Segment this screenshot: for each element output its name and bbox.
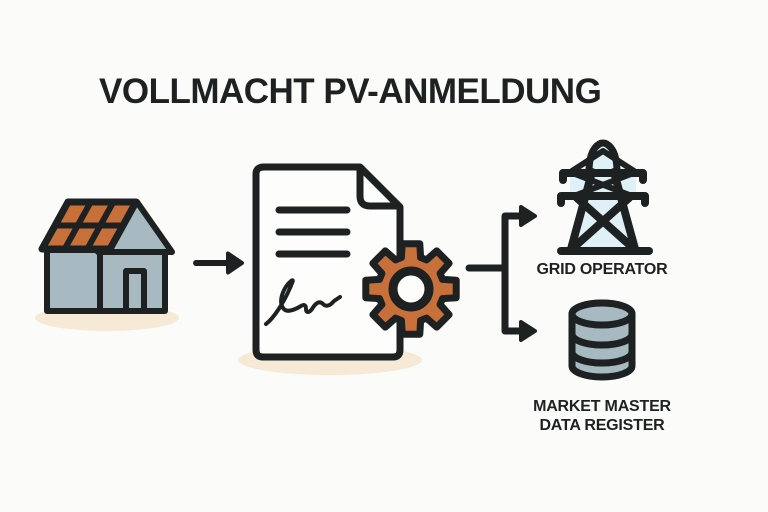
signature-squiggle [264,278,342,326]
right-arrow-icon [193,251,244,275]
tower-x-bracing [569,194,637,252]
market-register-label-line2: DATA REGISTER [539,417,665,434]
document-text-lines [275,206,351,258]
solar-panel-grid [52,199,126,252]
house-wall [44,247,168,314]
branch-arrows-icon [465,205,537,342]
signed-document-icon [252,163,404,361]
market-register-label-line1: MARKET MASTER [533,398,671,415]
market-register-label: MARKET MASTER DATA REGISTER [502,397,702,435]
database-icon [568,299,636,381]
document-fold-corner [356,164,402,210]
branch-arrowhead-bottom [519,320,537,342]
grid-operator-label: GRID OPERATOR [536,261,668,278]
tower-fill [567,152,641,249]
tower-legs [567,168,639,253]
gear-hole [388,266,434,312]
house-door [123,268,147,314]
branch-arrowhead-top [519,205,537,227]
page-title: VOLLMACHT PV-ANMELDUNG [99,72,602,111]
database-separators [568,330,636,367]
gear-icon [362,240,460,338]
tower-top-braces [569,148,637,174]
solar-house-icon [38,198,175,314]
database-top [568,299,636,329]
transmission-tower-icon [557,139,653,255]
